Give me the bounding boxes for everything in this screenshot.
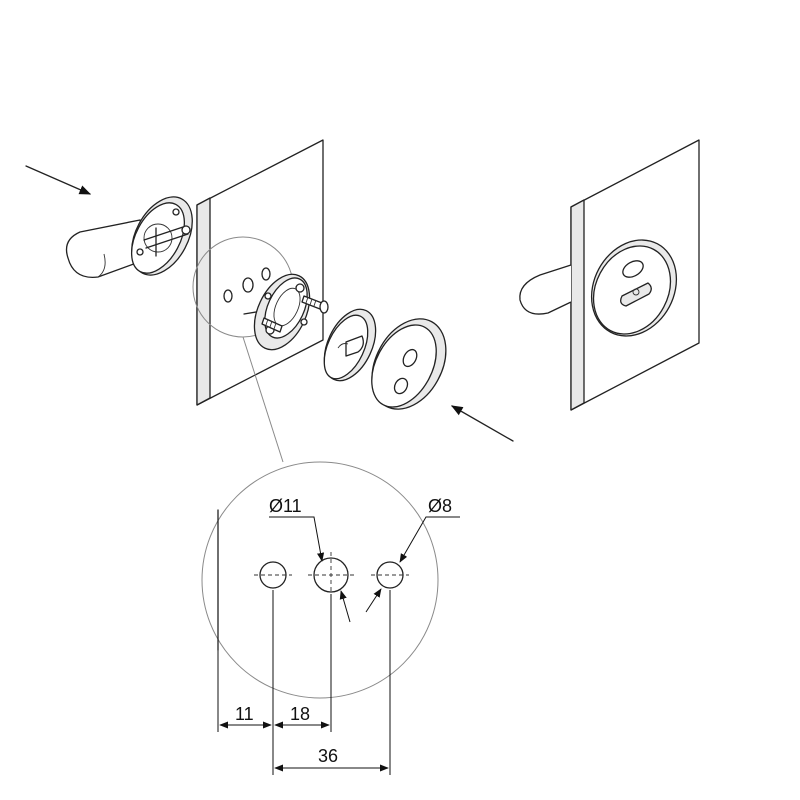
dimension-dia-small: Ø8 (365, 496, 460, 613)
input-arrow-right (450, 405, 514, 442)
dim-edge-label: 11 (235, 704, 254, 724)
dimension-pitch: 18 (274, 704, 330, 729)
thumb-turn-disc (323, 308, 377, 382)
input-arrow-left (25, 165, 92, 195)
detail-view-circle (201, 461, 439, 699)
dimension-edge: 11 (219, 704, 272, 729)
detail-circle-source (192, 236, 294, 463)
dim-pitch-label: 18 (290, 704, 310, 724)
dimension-dia-large: Ø11 (269, 496, 351, 623)
assembled-rosette (590, 239, 678, 337)
screw-upper (301, 295, 329, 314)
hole-left (254, 561, 292, 589)
dim-span-label: 36 (318, 746, 338, 766)
hole-right (371, 561, 409, 589)
dimension-span: 36 (274, 746, 389, 772)
extension-lines (217, 590, 391, 775)
dia-small-label: Ø8 (428, 496, 452, 516)
dia-large-label: Ø11 (269, 496, 302, 516)
hole-center (308, 552, 354, 598)
right-handle-lever (519, 264, 572, 315)
left-handle-lever (65, 219, 151, 279)
left-door-panel (196, 139, 324, 406)
screw-lower (261, 317, 283, 333)
left-rosette-base (130, 196, 193, 276)
cover-rosette (371, 318, 447, 410)
